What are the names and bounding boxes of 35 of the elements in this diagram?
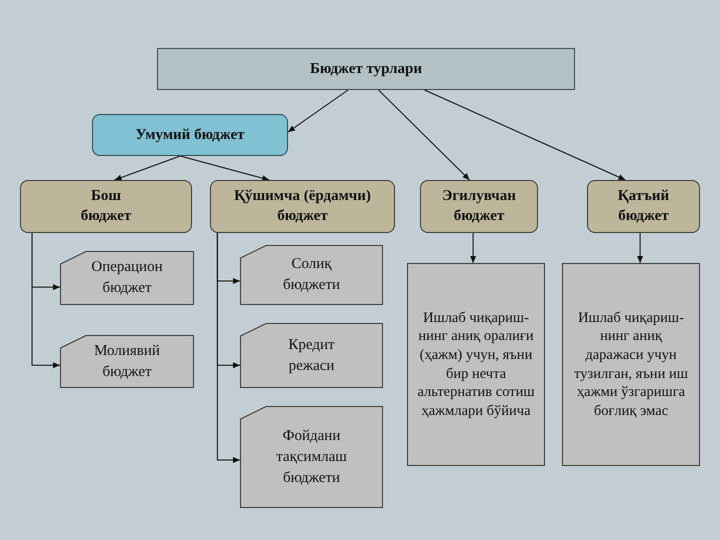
node-label: Қўшимча (ёрдамчи) бюджет xyxy=(233,187,372,226)
category-box xyxy=(587,180,700,233)
arrow xyxy=(424,90,626,180)
description-box xyxy=(562,263,700,466)
node-label: Умумий бюджет xyxy=(136,126,244,144)
node-label: Қатъий бюджет xyxy=(616,187,670,226)
node-label: Ишлаб чиқариш-нинг аниқ даражаси учун тузилган, яъни иш ҳажми ўзгаришга боғлиқ эмас xyxy=(573,308,689,420)
arrow xyxy=(288,90,349,133)
arrow xyxy=(637,232,644,264)
category-box xyxy=(20,180,192,233)
node-label: Бош бюджет xyxy=(80,187,132,226)
node-label: Эгилувчан бюджет xyxy=(441,187,517,226)
category-box xyxy=(420,180,538,233)
node-label: Операцион бюджет xyxy=(90,258,164,298)
arrow xyxy=(114,156,181,180)
arrow xyxy=(32,232,60,368)
node-label: Солиқ бюджети xyxy=(282,255,342,295)
node-label: Кредит режаси xyxy=(287,336,336,376)
budget-card xyxy=(240,245,383,305)
title-box xyxy=(157,48,575,90)
arrow xyxy=(378,90,470,180)
category-box xyxy=(92,114,288,156)
budget-card xyxy=(60,251,194,305)
budget-card xyxy=(60,335,194,388)
node-label: Фойдани тақсимлаш бюджети xyxy=(275,426,348,488)
node-label: Ишлаб чиқариш-нинг аниқ оралиғи (ҳажм) учун, яъни бир нечта альтернатив сотиш ҳажмлари бўйича xyxy=(416,308,536,420)
arrow xyxy=(216,232,240,464)
node-label: Бюджет турлари xyxy=(310,60,422,78)
node-label: Молиявий бюджет xyxy=(93,342,161,382)
category-box xyxy=(210,180,395,233)
arrow xyxy=(180,156,270,182)
description-box xyxy=(407,263,545,466)
budget-card xyxy=(240,323,383,388)
budget-card xyxy=(240,406,383,508)
arrow xyxy=(470,232,476,264)
